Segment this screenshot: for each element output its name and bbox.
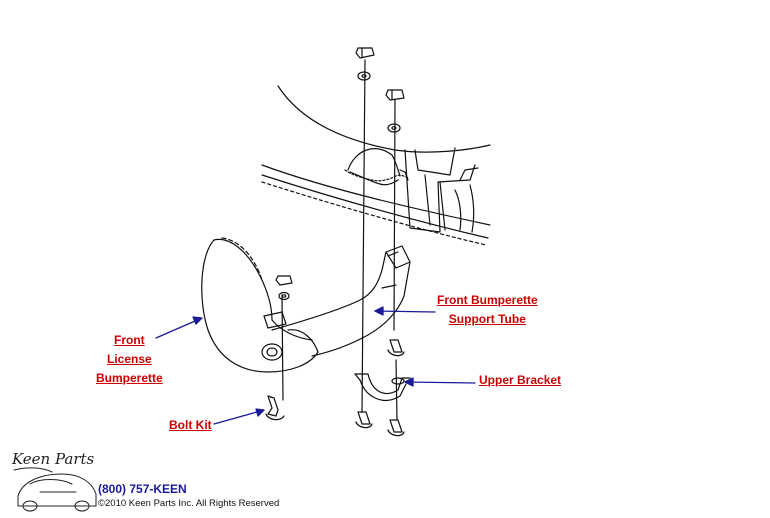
front-license-bumperette-shape	[201, 237, 319, 373]
callout-arrows	[155, 306, 476, 425]
arrow-bolt-kit	[213, 409, 265, 425]
label-upper-bracket-text: Upper Bracket	[479, 373, 562, 387]
upper-bracket-shape	[354, 373, 411, 401]
keen-parts-logo-car	[13, 467, 97, 512]
arrow-support-tube	[374, 310, 436, 313]
keen-parts-logo: Keen Parts	[12, 450, 95, 468]
arrowhead-license-bumperette	[192, 316, 203, 325]
body-panel-outline	[261, 85, 491, 246]
hex-nut-top-left	[355, 47, 375, 59]
label-bolt-kit[interactable]: Bolt Kit	[169, 416, 212, 435]
bolt-upper-right	[387, 339, 405, 357]
label-front-bumperette-support-tube[interactable]: Front Bumperette Support Tube	[437, 291, 538, 329]
label-line-bumperette: Bumperette	[96, 371, 163, 385]
washer-bumperette	[278, 291, 290, 301]
label-bolt-kit-text: Bolt Kit	[169, 418, 212, 432]
arrowhead-upper-bracket	[404, 377, 414, 387]
frame-bracket	[399, 147, 479, 233]
label-upper-bracket[interactable]: Upper Bracket	[479, 371, 561, 390]
front-bumperette-support-tube-shape	[271, 245, 411, 357]
bolt-center	[355, 411, 373, 429]
label-line-license: License	[106, 352, 152, 366]
label-line-front-bumperette: Front Bumperette	[437, 293, 538, 307]
arrowhead-bolt-kit	[255, 408, 265, 417]
washer-top-right	[387, 123, 401, 133]
hex-nut-top-right	[385, 89, 405, 101]
label-line-front: Front	[114, 333, 145, 347]
footer-phone: (800) 757-KEEN	[98, 482, 187, 496]
footer-copyright: ©2010 Keen Parts Inc. All Rights Reserve…	[98, 498, 280, 509]
bolt-right	[387, 419, 405, 437]
bolt-left	[265, 395, 285, 421]
arrow-upper-bracket	[404, 381, 476, 384]
arrowhead-support-tube	[374, 306, 384, 316]
hex-nut-bumperette	[275, 275, 293, 286]
label-line-support-tube: Support Tube	[448, 312, 526, 326]
label-front-license-bumperette[interactable]: Front License Bumperette	[96, 331, 163, 388]
washer-top-left	[357, 71, 371, 81]
